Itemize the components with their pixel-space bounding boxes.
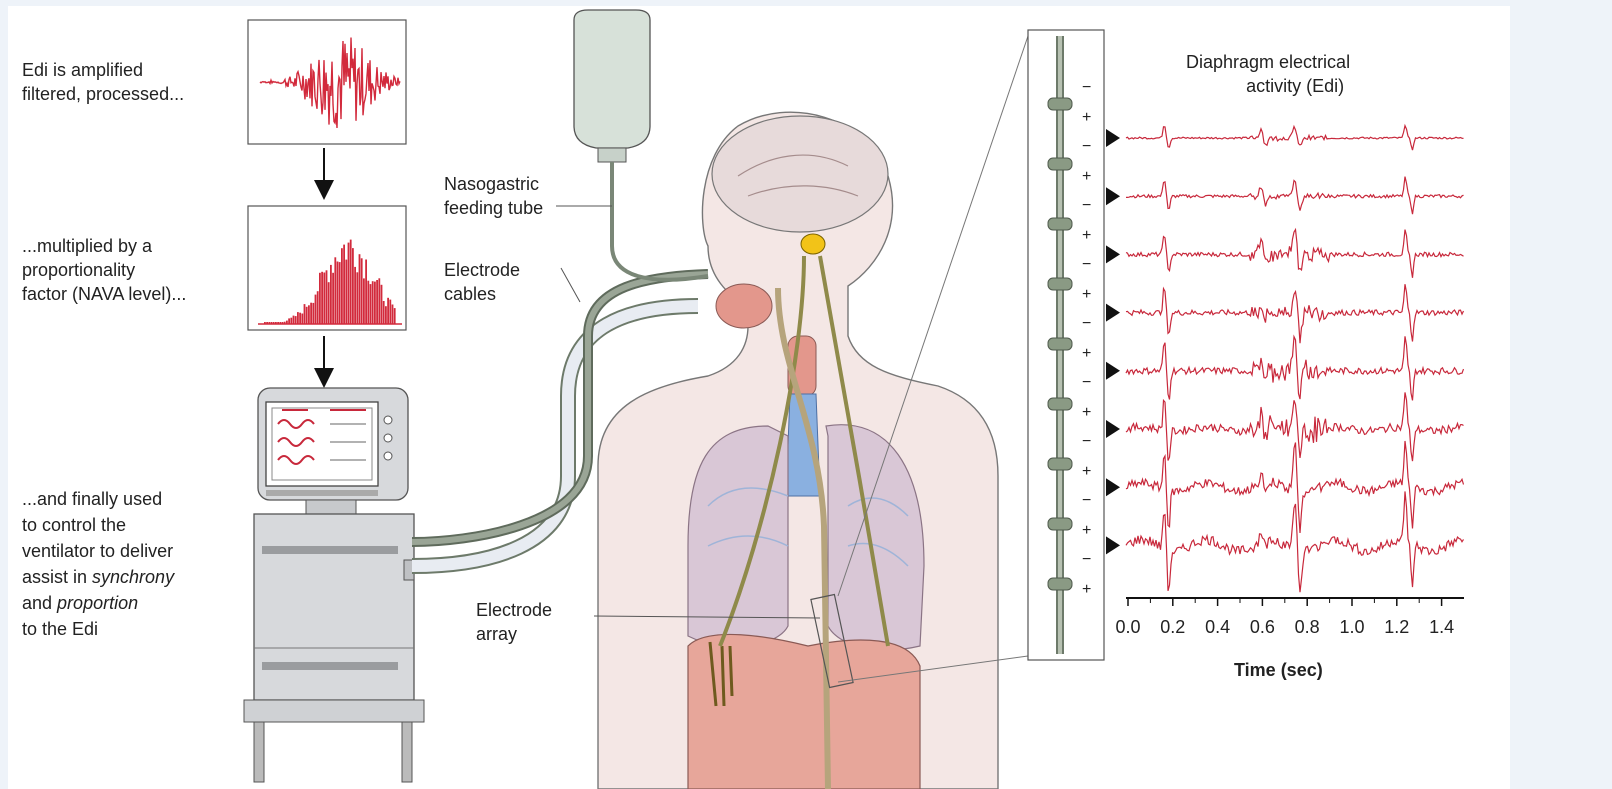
edi-trace-channel: [1126, 177, 1464, 215]
arrow-right-marker-icon: [1106, 478, 1120, 496]
arrow-right-marker-icon: [1106, 304, 1120, 322]
svg-text:−: −: [1082, 551, 1091, 568]
svg-text:−: −: [1082, 315, 1091, 332]
edi-trace-channel: [1126, 230, 1464, 278]
raw-edi-box: [248, 20, 406, 144]
svg-text:+: +: [1082, 581, 1091, 598]
svg-text:−: −: [1082, 79, 1091, 96]
edi-trace-channel: [1126, 491, 1464, 592]
x-tick-label: 0.4: [1205, 617, 1230, 638]
processed-edi-box: [248, 206, 406, 330]
svg-text:+: +: [1082, 168, 1091, 185]
arrow-right-marker-icon: [1106, 420, 1120, 438]
x-tick-label: 0.2: [1160, 617, 1185, 638]
arrow-right-marker-icon: [1106, 245, 1120, 263]
svg-text:−: −: [1082, 492, 1091, 509]
brain: [712, 116, 888, 232]
x-tick-label: 1.0: [1339, 617, 1364, 638]
time-axis: [1126, 598, 1464, 606]
x-tick-label: 0.8: [1295, 617, 1320, 638]
svg-text:+: +: [1082, 463, 1091, 480]
ventilator-icon: [244, 388, 424, 782]
electrode-catheter-panel: − + − + − + − + − + − + − + − + − +: [1028, 30, 1120, 660]
arrow-right-marker-icon: [1106, 536, 1120, 554]
svg-text:−: −: [1082, 138, 1091, 155]
svg-text:+: +: [1082, 227, 1091, 244]
edi-trace-channel: [1126, 126, 1464, 150]
feeding-bag-icon: [556, 10, 708, 302]
diagram-graphics: − + − + − + − + − + − + − + − + − +: [8, 6, 1510, 789]
svg-text:−: −: [1082, 197, 1091, 214]
edi-traces: [1126, 126, 1464, 593]
mouth: [716, 284, 772, 328]
svg-text:+: +: [1082, 109, 1091, 126]
edi-trace-channel: [1126, 284, 1464, 343]
arrow-right-marker-icon: [1106, 362, 1120, 380]
svg-text:+: +: [1082, 404, 1091, 421]
human-body-illustration: [594, 36, 1028, 789]
svg-text:−: −: [1082, 433, 1091, 450]
edi-trace-channel: [1126, 392, 1464, 461]
brainstem-highlight: [801, 234, 825, 254]
svg-text:+: +: [1082, 345, 1091, 362]
channel-markers: [1106, 129, 1120, 554]
arrow-right-marker-icon: [1106, 187, 1120, 205]
x-tick-label: 0.6: [1250, 617, 1275, 638]
svg-text:−: −: [1082, 374, 1091, 391]
x-tick-label: 0.0: [1115, 617, 1140, 638]
arrow-right-marker-icon: [1106, 129, 1120, 147]
edi-trace-channel: [1126, 336, 1464, 400]
nava-diagram: Edi is amplified filtered, processed... …: [8, 6, 1510, 789]
svg-text:−: −: [1082, 256, 1091, 273]
x-tick-label: 1.2: [1384, 617, 1409, 638]
x-tick-label: 1.4: [1429, 617, 1454, 638]
svg-text:+: +: [1082, 286, 1091, 303]
svg-text:+: +: [1082, 522, 1091, 539]
